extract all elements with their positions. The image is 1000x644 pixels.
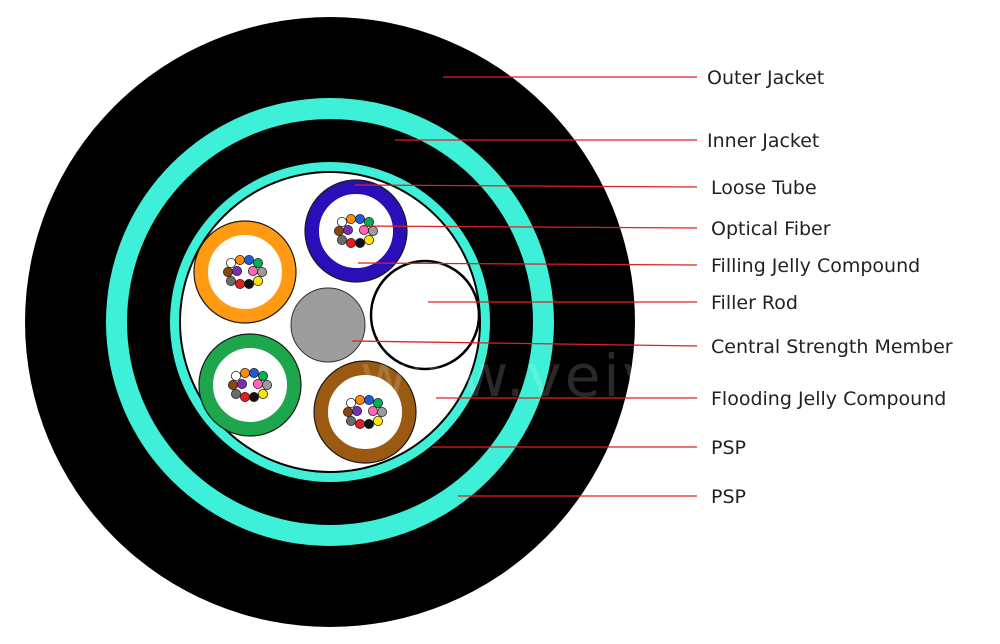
optical-fiber	[225, 275, 236, 286]
cable-cross-section: www.veivot.com	[25, 17, 878, 627]
label-flooding-jelly: Flooding Jelly Compound	[711, 388, 946, 410]
optical-fiber	[336, 234, 347, 245]
optical-fiber	[367, 225, 378, 236]
optical-fiber	[231, 265, 242, 276]
optical-fiber	[363, 216, 374, 227]
labels: Outer Jacket Inner Jacket Loose Tube Opt…	[707, 67, 953, 508]
optical-fiber	[345, 397, 356, 408]
optical-fiber	[239, 367, 250, 378]
label-filling-jelly: Filling Jelly Compound	[711, 255, 920, 277]
optical-fiber	[367, 405, 378, 416]
loose-tube	[194, 221, 296, 323]
optical-fiber	[236, 378, 247, 389]
leader-filling-jelly	[357, 262, 698, 266]
optical-fiber	[230, 370, 241, 381]
optical-fiber	[354, 237, 365, 248]
optical-fiber	[372, 415, 383, 426]
loose-tubes	[193, 179, 417, 464]
optical-fiber	[354, 213, 365, 224]
central-strength-member	[290, 287, 366, 363]
label-leaders	[351, 76, 698, 497]
optical-fiber	[243, 278, 254, 289]
optical-fiber	[363, 234, 374, 245]
optical-fiber	[227, 379, 238, 390]
label-optical-fiber: Optical Fiber	[711, 218, 831, 240]
label-inner-jacket: Inner Jacket	[707, 130, 819, 152]
optical-fiber	[247, 265, 258, 276]
optical-fiber	[342, 224, 353, 235]
optical-fiber	[239, 391, 250, 402]
leader-central-strength	[351, 340, 698, 347]
label-central-strength: Central Strength Member	[711, 336, 953, 358]
optical-fiber	[345, 237, 356, 248]
optical-fiber	[363, 394, 374, 405]
optical-fiber	[234, 254, 245, 265]
optical-fiber	[257, 388, 268, 399]
loose-tube-outline	[198, 333, 302, 437]
optical-fiber	[257, 370, 268, 381]
optical-fiber	[225, 257, 236, 268]
optical-fiber	[351, 405, 362, 416]
optical-fiber	[252, 378, 263, 389]
optical-fiber	[333, 225, 344, 236]
optical-fiber	[256, 266, 267, 277]
optical-fiber	[345, 213, 356, 224]
label-outer-jacket: Outer Jacket	[707, 67, 824, 89]
optical-fiber	[342, 406, 353, 417]
leader-loose-tube	[354, 184, 698, 188]
optical-fiber	[354, 418, 365, 429]
optical-fiber	[248, 391, 259, 402]
optical-fiber	[358, 224, 369, 235]
label-psp-inner: PSP	[711, 437, 746, 459]
optical-fiber	[372, 397, 383, 408]
optical-fiber	[230, 388, 241, 399]
leader-optical-fiber	[362, 225, 698, 229]
optical-fiber	[252, 275, 263, 286]
optical-fiber	[336, 216, 347, 227]
optical-fiber	[345, 415, 356, 426]
optical-fiber	[222, 266, 233, 277]
optical-fiber	[243, 254, 254, 265]
optical-fiber	[261, 379, 272, 390]
label-loose-tube: Loose Tube	[711, 177, 817, 199]
loose-tube-outline	[313, 360, 417, 464]
optical-fiber	[248, 367, 259, 378]
label-filler-rod: Filler Rod	[711, 292, 798, 314]
label-psp-outer: PSP	[711, 486, 746, 508]
loose-tube	[199, 334, 301, 436]
watermark-text: www.veivot.com	[360, 342, 878, 410]
optical-fiber	[252, 257, 263, 268]
loose-tube	[305, 180, 407, 282]
loose-tube-outline	[193, 220, 297, 324]
loose-tube-outline	[304, 179, 408, 283]
optical-fiber	[234, 278, 245, 289]
loose-tube	[314, 361, 416, 463]
optical-fiber	[363, 418, 374, 429]
